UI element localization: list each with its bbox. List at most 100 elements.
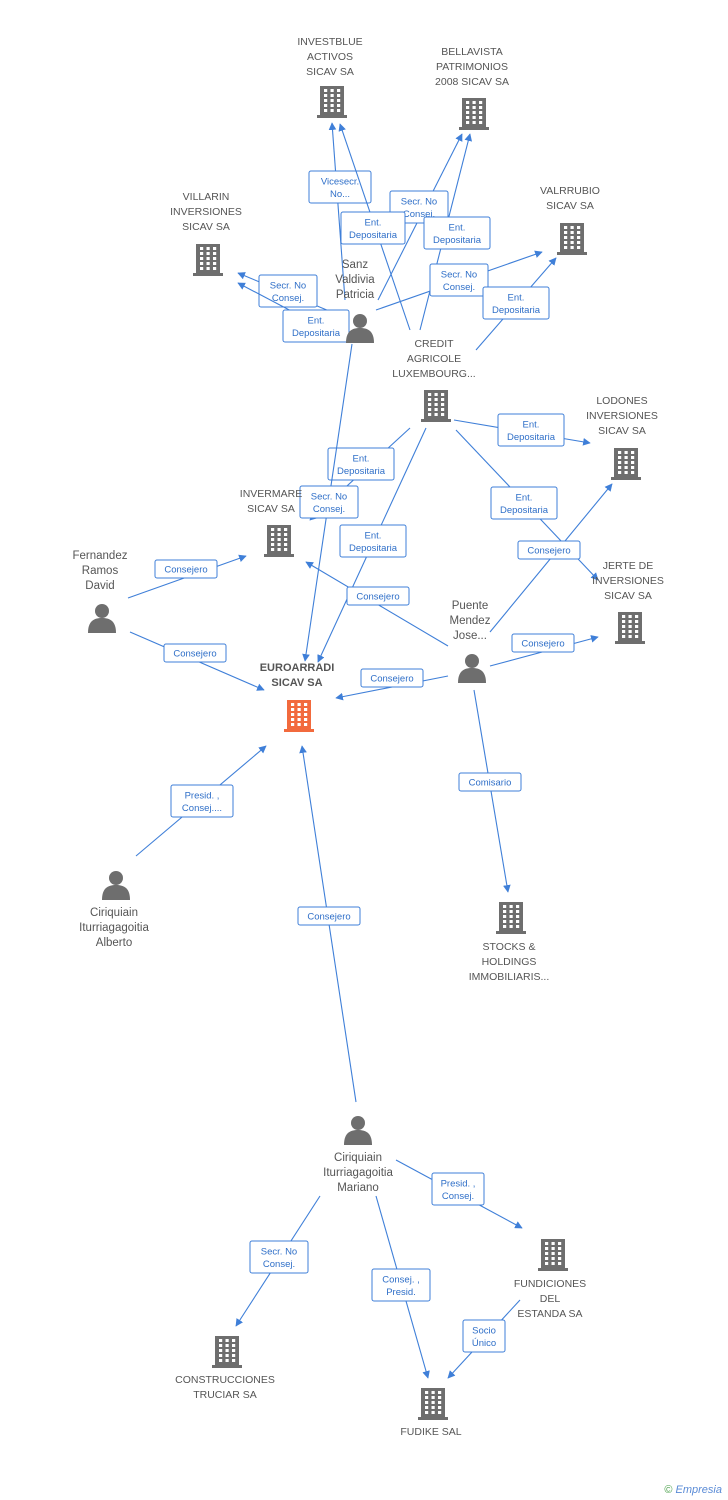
building-icon[interactable] — [421, 390, 451, 422]
building-icon[interactable] — [317, 86, 347, 118]
edge-label-box[interactable] — [371, 1268, 431, 1302]
edge-label-box[interactable] — [249, 1240, 309, 1274]
person-icon[interactable] — [88, 604, 116, 633]
node-label: INVERSIONES — [592, 575, 664, 587]
edge-label[interactable]: Ent.Depositaria — [497, 413, 565, 447]
edge-label[interactable]: Consej. ,Presid. — [371, 1268, 431, 1302]
edge-label-box[interactable] — [458, 772, 522, 792]
edge-label-box[interactable] — [462, 1319, 506, 1353]
edge-label[interactable]: Ent.Depositaria — [339, 524, 407, 558]
edge-label-box[interactable] — [154, 559, 218, 579]
edge-label-box[interactable] — [517, 540, 581, 560]
edge-label[interactable]: Presid. ,Consej. — [431, 1172, 485, 1206]
edge-label-box[interactable] — [327, 447, 395, 481]
edge-label-box[interactable] — [490, 486, 558, 520]
building-icon[interactable] — [193, 244, 223, 276]
edge-label-box[interactable] — [170, 784, 234, 818]
edge-label[interactable]: Secr. No Consej. — [429, 263, 489, 297]
edge-label[interactable]: Vicesecr.No... — [308, 170, 372, 204]
edge-label-box[interactable] — [299, 485, 359, 519]
edge-label-box[interactable] — [482, 286, 550, 320]
edge-label[interactable]: Consejero — [517, 540, 581, 560]
edge-label-box[interactable] — [429, 263, 489, 297]
edge-label-box[interactable] — [511, 633, 575, 653]
edge-label-box[interactable] — [282, 309, 350, 343]
node-label: Iturriagagoitia — [79, 922, 149, 934]
edge-label-box[interactable] — [340, 211, 406, 245]
node-label: LODONES — [596, 395, 647, 407]
edge-label[interactable]: Consejero — [360, 668, 424, 688]
person-icon[interactable] — [102, 871, 130, 900]
node-stocks[interactable]: STOCKS &HOLDINGSIMMOBILIARIS... — [469, 902, 550, 983]
edge-label-box[interactable] — [431, 1172, 485, 1206]
edge-label[interactable]: Ent.Depositaria — [327, 447, 395, 481]
edge-label-box[interactable] — [163, 643, 227, 663]
edge-label-box[interactable] — [497, 413, 565, 447]
edge-label-text: Secr. No — [441, 269, 477, 280]
building-icon[interactable] — [611, 448, 641, 480]
edge-label[interactable]: Ent.Depositaria — [482, 286, 550, 320]
edge-label-box[interactable] — [308, 170, 372, 204]
building-icon[interactable] — [284, 700, 314, 732]
edge-e15: Consejero — [489, 483, 613, 633]
edge-label-box[interactable] — [346, 586, 410, 606]
person-icon[interactable] — [344, 1116, 372, 1145]
person-icon[interactable] — [346, 314, 374, 343]
building-icon[interactable] — [496, 902, 526, 934]
building-icon[interactable] — [264, 525, 294, 557]
edge-label[interactable]: Ent.Depositaria — [423, 216, 491, 250]
node-label: INVERSIONES — [170, 206, 242, 218]
edge-label[interactable]: Consejero — [346, 586, 410, 606]
edge-label-box[interactable] — [423, 216, 491, 250]
building-icon[interactable] — [459, 98, 489, 130]
node-label: BELLAVISTA — [441, 46, 502, 58]
edge-label[interactable]: Comisario — [458, 772, 522, 792]
building-icon[interactable] — [557, 223, 587, 255]
node-puente[interactable]: PuenteMendezJose... — [450, 600, 491, 683]
edge-label[interactable]: Ent.Depositaria — [340, 211, 406, 245]
edge-label[interactable]: Consejero — [154, 559, 218, 579]
building-icon[interactable] — [212, 1336, 242, 1368]
edge-label-box[interactable] — [360, 668, 424, 688]
edge-label[interactable]: Consejero — [511, 633, 575, 653]
building-icon[interactable] — [418, 1388, 448, 1420]
edge-label[interactable]: Ent.Depositaria — [490, 486, 558, 520]
edge-label-box[interactable] — [339, 524, 407, 558]
edge-label[interactable]: Presid. ,Consej.... — [170, 784, 234, 818]
node-credit[interactable]: CREDITAGRICOLELUXEMBOURG... — [392, 338, 476, 422]
edge-label[interactable]: Consejero — [163, 643, 227, 663]
edge-label-box[interactable] — [258, 274, 318, 308]
edge-label-box[interactable] — [297, 906, 361, 926]
node-label: ESTANDA SA — [517, 1308, 582, 1320]
node-label: Ciriquiain — [334, 1152, 382, 1164]
person-icon[interactable] — [458, 654, 486, 683]
edge-label-text: Consej. — [443, 282, 475, 293]
edge-label[interactable]: Ent.Depositaria — [282, 309, 350, 343]
edge-label-text: Consejero — [370, 674, 413, 685]
edge-e3: Ent.Depositaria — [338, 123, 411, 331]
building-icon[interactable] — [615, 612, 645, 644]
building-icon[interactable] — [538, 1239, 568, 1271]
edge-label[interactable]: Consejero — [297, 906, 361, 926]
node-fudike[interactable]: FUDIKE SAL — [400, 1388, 462, 1438]
edge-e8: Ent.Depositaria — [475, 257, 557, 351]
